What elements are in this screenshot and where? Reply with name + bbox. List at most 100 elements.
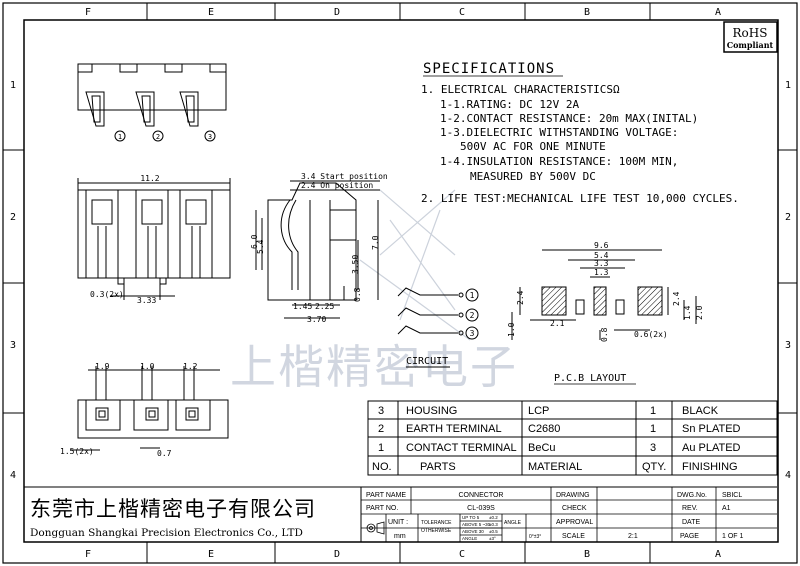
parts-row-1-part: HOUSING: [406, 405, 457, 417]
side-dim-b: 2.25: [315, 302, 334, 311]
tb-tol-value-3: ±0.5: [489, 529, 498, 534]
spec-line-4: 1-3.DIELECTRIC WITHSTANDING VOLTAGE:: [440, 126, 678, 139]
front-dim-pin: 0.3(2x): [90, 290, 124, 299]
circuit-label: CIRCUIT: [406, 356, 448, 367]
tb-tol-range-2: ABOVE 5 ~30: [462, 522, 491, 527]
tb-angle-label: ANGLE: [504, 520, 522, 526]
side-dim-on: 2.4 On position: [301, 181, 373, 190]
side-dim-a: 1.45: [293, 302, 312, 311]
tb-dwg-no: SBICL: [722, 492, 742, 499]
pcb-label: P.C.B LAYOUT: [554, 373, 626, 384]
zone-col-bottom-4: C: [459, 549, 465, 560]
tb-part-no-label: PART NO.: [366, 505, 398, 512]
circuit-terminal-1: 1: [470, 291, 475, 300]
pcb-layout: [511, 249, 697, 340]
zone-ticks: [3, 3, 797, 563]
top-view-callout-3: 3: [208, 133, 212, 141]
bottom-dim-1-2: 1.2: [183, 362, 198, 371]
tb-angle-value: 0°±3°: [529, 534, 541, 540]
pcb-dim-pad: 0.6(2x): [634, 330, 668, 339]
inner-border: [23, 19, 779, 543]
side-dim-mid: 3.50: [351, 255, 360, 274]
parts-row-2-material: C2680: [528, 423, 560, 435]
pcb-dim-left: 2.4: [516, 290, 525, 305]
parts-row-3-no: 1: [378, 442, 384, 454]
parts-header-no: NO.: [372, 461, 392, 473]
circuit-terminal-2: 2: [470, 311, 475, 320]
parts-header-part: PARTS: [420, 461, 456, 473]
tb-unit-label: UNIT :: [388, 519, 408, 526]
tb-approval-label: APPROVAL: [556, 519, 593, 526]
tb-scale-label: SCALE: [562, 533, 585, 540]
zone-col-top-4: C: [459, 7, 465, 18]
rohs-badge: [723, 21, 778, 53]
parts-row-2-qty: 1: [650, 423, 656, 435]
pcb-dim-0-8: 0.8: [600, 327, 609, 342]
parts-row-1-material: LCP: [528, 405, 549, 417]
side-dim-foot: 0.8: [353, 287, 362, 302]
top-view: [77, 63, 227, 142]
watermark: 上楷精密电子: [230, 189, 518, 394]
watermark-text: 上楷精密电子: [230, 340, 518, 394]
tb-page: 1 OF 1: [722, 533, 744, 540]
spec-line-8: 2. LIFE TEST:MECHANICAL LIFE TEST 10,000…: [421, 192, 739, 205]
pcb-dim-3-3: 3.3: [594, 259, 609, 268]
side-dim-inner: 5.4: [256, 239, 265, 254]
zone-row-right-1: 1: [785, 80, 791, 91]
rohs-title: RoHS: [733, 26, 768, 40]
spec-line-7: MEASURED BY 500V DC: [470, 170, 596, 183]
spec-line-6: 1-4.INSULATION RESISTANCE: 100M MIN,: [440, 155, 678, 168]
side-dim-total: 7.0: [371, 235, 380, 250]
side-dim-height: 6.0: [250, 234, 259, 249]
pcb-dim-2-1: 2.1: [550, 319, 565, 328]
tb-otherwise-label: OTHERWISE: [421, 528, 452, 534]
parts-row-1-qty: 1: [650, 405, 656, 417]
company-name-cn: 东莞市上楷精密电子有限公司: [30, 497, 316, 521]
zone-row-left-1: 1: [10, 80, 16, 91]
spec-line-1: 1. ELECTRICAL CHARACTERISTICSΩ: [421, 83, 620, 96]
tb-check-label: CHECK: [562, 505, 587, 512]
zone-row-left-4: 4: [10, 470, 16, 481]
front-dim-pitch: 3.33: [137, 296, 156, 305]
tb-tol-value-2: ±0.3: [489, 522, 498, 527]
zone-col-bottom-6: A: [715, 549, 721, 560]
zone-row-left-3: 3: [10, 340, 16, 351]
bottom-view: [70, 366, 229, 451]
parts-header-material: MATERIAL: [528, 461, 582, 473]
tb-rev-label: REV.: [682, 505, 698, 512]
tb-tol-value-4: ±3°: [489, 536, 496, 541]
side-dim-c: 3.70: [307, 315, 326, 324]
spec-title: SPECIFICATIONS: [423, 61, 555, 77]
tb-part-name: CONNECTOR: [459, 492, 504, 499]
zone-col-bottom-1: F: [85, 549, 91, 560]
tb-dwg-no-label: DWG.No.: [677, 492, 707, 499]
top-view-callout-2: 2: [156, 133, 160, 141]
tb-tol-range-4: ANGLE: [462, 536, 477, 541]
front-dim-width: 11.2: [140, 174, 159, 183]
side-view: [255, 180, 380, 319]
parts-row-3-part: CONTACT TERMINAL: [406, 442, 517, 454]
parts-header-finishing: FINISHING: [682, 461, 738, 473]
zone-row-right-4: 4: [785, 470, 791, 481]
zone-col-bottom-2: E: [208, 549, 214, 560]
zone-col-top-1: F: [85, 7, 91, 18]
tb-unit: mm: [394, 533, 406, 540]
tb-tol-range-1: UP TO 5: [462, 515, 480, 520]
title-block: [361, 487, 777, 542]
projection-symbol-icon: [366, 521, 385, 535]
parts-row-3-qty: 3: [650, 442, 656, 454]
parts-row-3-material: BeCu: [528, 442, 556, 454]
tb-part-no: CL-039S: [467, 505, 495, 512]
parts-row-1-no: 3: [378, 405, 384, 417]
parts-row-2-no: 2: [378, 423, 384, 435]
tb-page-label: PAGE: [680, 533, 699, 540]
tb-rev: A1: [722, 505, 731, 512]
spec-line-3: 1-2.CONTACT RESISTANCE: 20m MAX(INITAL): [440, 112, 698, 125]
zone-col-top-6: A: [715, 7, 721, 18]
parts-row-2-part: EARTH TERMINAL: [406, 423, 502, 435]
tb-part-name-label: PART NAME: [366, 492, 406, 499]
spec-line-2: 1-1.RATING: DC 12V 2A: [440, 98, 579, 111]
tb-tolerance-label: TOLERANCE: [421, 520, 452, 526]
tb-tol-range-3: ABOVE 30: [462, 529, 484, 534]
